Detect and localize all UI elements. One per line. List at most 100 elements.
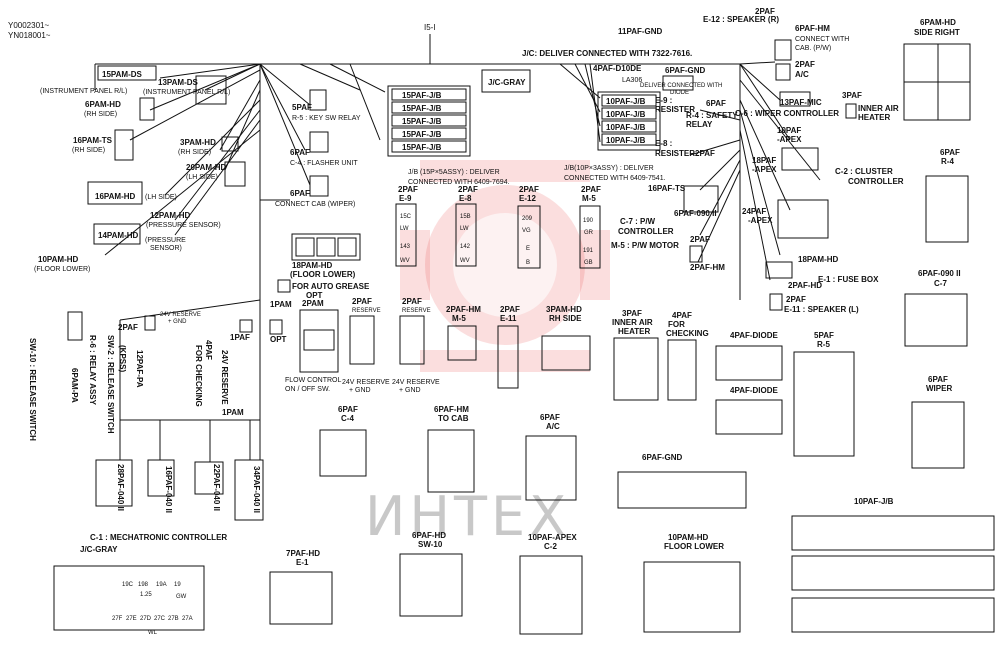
svg-text:GW: GW bbox=[176, 594, 187, 600]
table-e11 bbox=[497, 325, 519, 389]
label-18paf: 18PAF bbox=[752, 156, 776, 165]
label-7paf-hd: 7PAF-HD bbox=[286, 549, 320, 558]
main-harness-trunk: I5-I bbox=[94, 23, 821, 460]
label-jb-5: 15PAF-J/B bbox=[402, 143, 442, 152]
svg-text:GB: GB bbox=[584, 260, 593, 266]
label-ac: A/C bbox=[795, 70, 809, 79]
label-jc-gray-bottom: J/C-GRAY bbox=[80, 545, 118, 554]
connector-2paf-ll bbox=[144, 315, 156, 331]
label-r4: R-4 : SAFETY bbox=[686, 111, 738, 120]
label-e8: E-8 : bbox=[655, 139, 672, 148]
table-diode-2 bbox=[715, 399, 783, 435]
label-24paf: 24PAF bbox=[742, 207, 766, 216]
harness-label: I5-I bbox=[424, 23, 436, 32]
right-tables: 6PAM-HD SIDE RIGHT 6PAF R-4 6PAF-090 II … bbox=[715, 18, 995, 633]
label-cab-pw: CAB. (P/W) bbox=[795, 45, 831, 52]
svg-text:15C: 15C bbox=[400, 214, 412, 220]
svg-text:209: 209 bbox=[522, 216, 533, 222]
svg-text:LW: LW bbox=[400, 226, 409, 232]
middle-row: 2PAF E-9 15C LW 143 WV 2PAF E-8 15B LW 1… bbox=[269, 185, 601, 344]
table-jb-2 bbox=[791, 555, 995, 591]
label-jb-1: 15PAF-J/B bbox=[402, 91, 442, 100]
label-24paf-apex: -APEX bbox=[748, 216, 773, 225]
label-6paf: 6PAF bbox=[290, 148, 310, 157]
label-18paf-apex: -APEX bbox=[752, 165, 777, 174]
label-6paf-090-right: 6PAF-090 II bbox=[918, 269, 961, 278]
label-1pam: 1PAM bbox=[270, 300, 292, 309]
table-10pam-hd bbox=[643, 561, 741, 633]
table-e12 bbox=[517, 205, 541, 269]
label-2pam-opt: 2PAM bbox=[302, 299, 324, 308]
label-rh-side-mid: RH SIDE bbox=[549, 314, 582, 323]
label-6pam-hd-right: 6PAM-HD bbox=[920, 18, 956, 27]
connector-auto-grease bbox=[277, 279, 291, 293]
label-jb-note-1: J/B (15P×5ASSY) : DELIVER bbox=[408, 169, 500, 176]
table-6paf-gnd bbox=[617, 471, 747, 509]
serial-2: YN018001~ bbox=[8, 31, 51, 40]
label-sw10-bottom: SW-10 bbox=[418, 540, 443, 549]
label-inst-panel-1: (INSTRUMENT PANEL R/L) bbox=[40, 88, 127, 95]
jb-stack-15 bbox=[387, 85, 471, 157]
label-opt-3: OPT bbox=[270, 335, 287, 344]
svg-text:142: 142 bbox=[460, 244, 471, 250]
label-lh-side-2: (LH SIDE) bbox=[145, 194, 177, 201]
connector-16paf bbox=[147, 459, 175, 497]
label-wiper: WIPER bbox=[926, 384, 952, 393]
table-jc-gray bbox=[53, 565, 205, 631]
label-4paf-diode-1: 4PAF-DIODE bbox=[730, 331, 779, 340]
label-5paf: 5PAF bbox=[292, 103, 312, 112]
label-controller: CONTROLLER bbox=[848, 177, 904, 186]
connector-1pam bbox=[269, 319, 283, 335]
label-jc-note: J/C: DELIVER CONNECTED WITH 7322-7616. bbox=[522, 49, 692, 58]
label-16paf: 16PAF-040 II bbox=[164, 466, 173, 513]
table-3paf bbox=[613, 337, 659, 401]
label-gnd-a: + GND bbox=[349, 387, 371, 394]
label-jb-2: 15PAF-J/B bbox=[402, 104, 442, 113]
label-6paf-hm-mid: 6PAF-HM bbox=[434, 405, 469, 414]
label-c4: C-4 : FLASHER UNIT bbox=[290, 160, 358, 167]
label-reserve-d: RESERVE bbox=[402, 308, 431, 314]
table-e8 bbox=[455, 203, 477, 267]
table-c7 bbox=[904, 293, 968, 347]
connector-1paf bbox=[239, 319, 253, 333]
label-r5-right: R-5 bbox=[817, 340, 830, 349]
table-c4 bbox=[319, 429, 367, 477]
label-connect-with: CONNECT WITH bbox=[795, 36, 849, 43]
svg-text:19: 19 bbox=[174, 582, 181, 588]
label-ac-mid: A/C bbox=[546, 422, 560, 431]
bottom-row: J/C-GRAY 19C 198 19A 19 1.25 GW 27F 27E … bbox=[53, 531, 741, 636]
label-2paf-e11: 2PAF bbox=[500, 305, 520, 314]
label-lh-side: (LH SIDE) bbox=[186, 174, 218, 181]
label-12pam-hd: 12PAM-HD bbox=[150, 211, 191, 220]
label-e8-title: 2PAF bbox=[458, 185, 478, 194]
label-gnd-b: + GND bbox=[399, 387, 421, 394]
connector-24paf-apex bbox=[777, 199, 829, 239]
label-10paf-apex: -APEX bbox=[777, 135, 802, 144]
label-15pam-ds: 15PAM-DS bbox=[102, 70, 143, 79]
label-inst-panel-2: (INSTRUMENT PANEL R/L) bbox=[143, 89, 230, 96]
connector-6paf bbox=[309, 131, 329, 153]
table-4paf bbox=[667, 339, 697, 401]
connector-20pam-hd bbox=[224, 161, 246, 187]
label-5paf-right: 5PAF bbox=[814, 331, 834, 340]
label-sw2: SW-2 : RELEASE SWITCH bbox=[106, 335, 115, 434]
label-20pam-hd: 20PAM-HD bbox=[186, 163, 227, 172]
label-e9-sub: E-9 bbox=[399, 194, 412, 203]
svg-text:WV: WV bbox=[460, 258, 470, 264]
label-4paf-mid: 4PAF bbox=[672, 311, 692, 320]
label-jb-4: 15PAF-J/B bbox=[402, 130, 442, 139]
label-jb10-note-2: CONNECTED WITH 6409-7541. bbox=[564, 175, 666, 182]
connector-16pam-hd bbox=[87, 181, 143, 205]
label-6paf-c4: 6PAF bbox=[338, 405, 358, 414]
connector-6paf-hm bbox=[774, 39, 792, 61]
label-c2-bottom: C-2 bbox=[544, 542, 557, 551]
label-34paf: 34PAF-040 II bbox=[252, 466, 261, 513]
label-la306: LA306 bbox=[622, 77, 642, 84]
svg-text:E: E bbox=[526, 246, 530, 252]
connector-inner-air bbox=[845, 103, 857, 119]
label-relay: RELAY bbox=[686, 120, 713, 129]
label-m5-sub: M-5 bbox=[582, 194, 596, 203]
label-e12-sub: E-12 bbox=[519, 194, 536, 203]
label-rh-side-3: (RH SIDE) bbox=[178, 149, 211, 156]
label-connect-cab: CONNECT CAB (WIPER) bbox=[275, 201, 355, 208]
